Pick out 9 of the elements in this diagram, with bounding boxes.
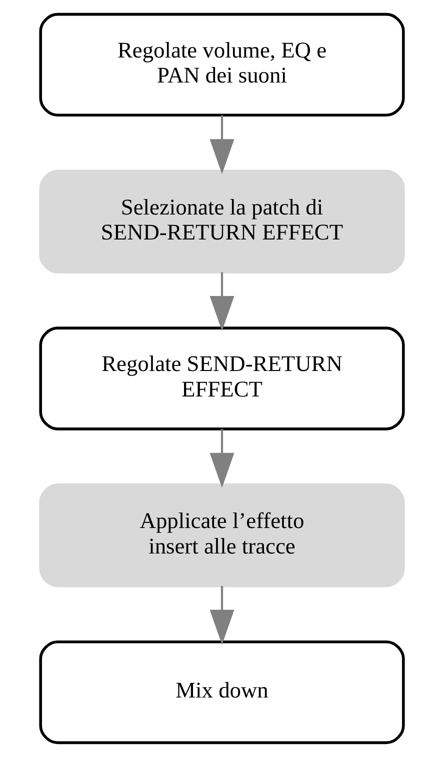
- arrow: [209, 115, 234, 174]
- node-box: Applicate l’effetto insert alle tracce: [38, 484, 404, 588]
- node-box: Mix down: [38, 640, 404, 744]
- arrow: [209, 429, 234, 488]
- arrow: [209, 586, 234, 645]
- node-box: Selezionate la patch di SEND-RETURN EFFECT: [38, 170, 404, 274]
- node-box: Regolate SEND-RETURN EFFECT: [38, 326, 404, 430]
- node-box: Regolate volume, EQ e PAN dei suoni: [38, 12, 404, 117]
- arrow: [209, 272, 234, 332]
